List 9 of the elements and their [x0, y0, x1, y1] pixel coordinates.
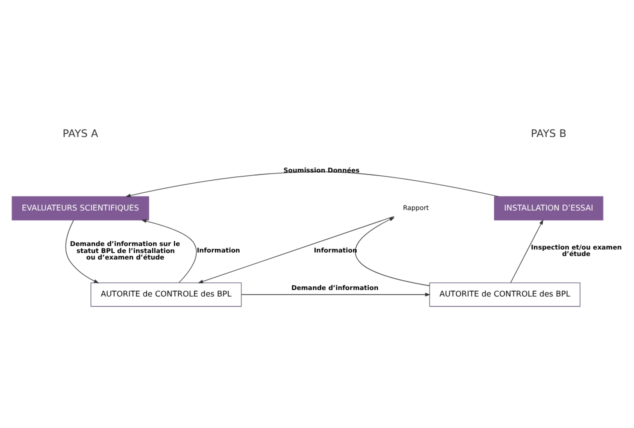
label: PAYS A: [62, 127, 98, 140]
arrow: [125, 171, 499, 197]
label: PAYS B: [530, 127, 566, 140]
arrow: [241, 292, 430, 296]
arrow: [510, 218, 544, 282]
arrow: [198, 216, 394, 283]
arrow: [355, 216, 430, 286]
arrow: [65, 219, 100, 283]
arrow: [141, 218, 197, 283]
